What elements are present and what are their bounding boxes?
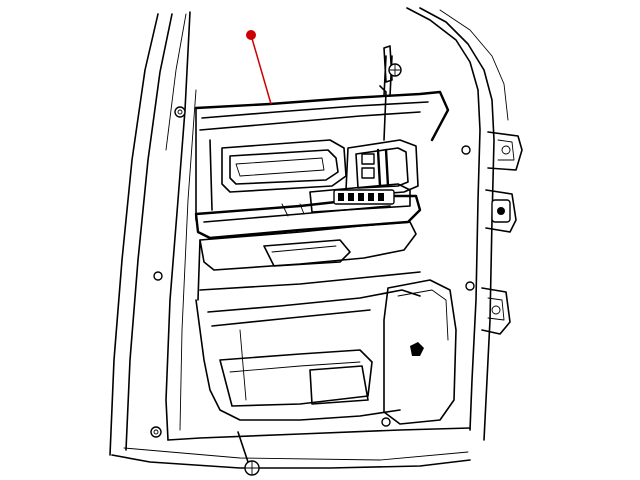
door-lock-knob	[379, 45, 402, 141]
callout-leader-line	[250, 34, 272, 105]
push-pin-fastener	[237, 431, 260, 476]
armrest	[197, 221, 421, 301]
door-frame	[109, 7, 509, 469]
callout-dot	[246, 30, 256, 40]
door-hinges	[481, 131, 523, 335]
callout-marker	[246, 30, 272, 105]
pull-cup-recess	[221, 139, 347, 193]
trim-panel-lower	[195, 289, 421, 421]
speaker-grille-area	[383, 279, 457, 425]
trim-fasteners	[150, 106, 475, 438]
trim-panel-upper	[194, 90, 450, 221]
power-window-switch-bezel	[194, 183, 422, 240]
